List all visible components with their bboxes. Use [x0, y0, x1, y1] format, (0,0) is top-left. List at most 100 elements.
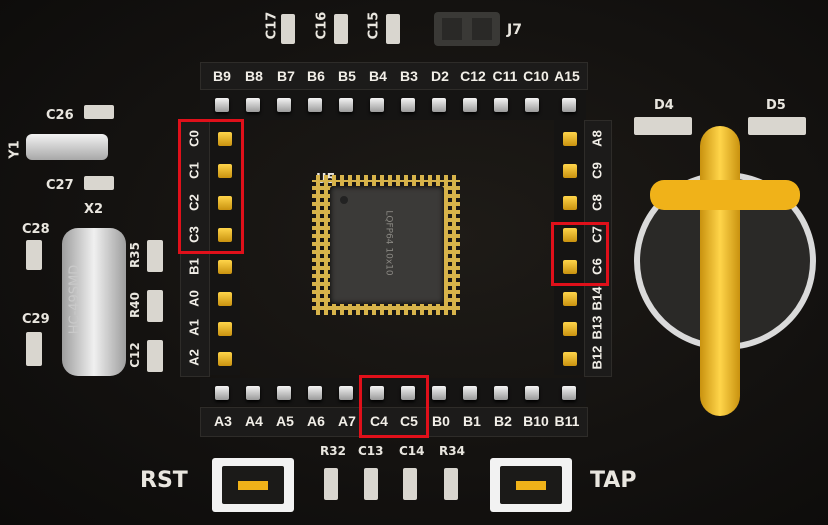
- top-pin-row: [200, 90, 586, 120]
- c17-label: C17: [264, 11, 280, 40]
- left-gold-pin: [218, 196, 232, 210]
- left-header: [180, 120, 210, 377]
- right-pin-label: B12: [589, 345, 605, 370]
- header-pin: [463, 386, 477, 400]
- mcu-chip-u5: LQFP64 10x10: [330, 186, 444, 304]
- crystal-x2: HC-49SMD: [62, 228, 126, 376]
- highlight-c0-c3: [178, 119, 244, 254]
- top-pin-label: B3: [400, 68, 418, 84]
- c26-label: C26: [46, 108, 74, 123]
- left-gold-pin: [218, 322, 232, 336]
- bottom-pin-label: B10: [523, 413, 549, 429]
- top-pin-label: C11: [492, 68, 518, 84]
- left-pin-label: A1: [186, 319, 202, 336]
- cap-c29: [26, 332, 42, 366]
- right-gold-pin: [563, 260, 577, 274]
- c16-label: C16: [314, 11, 330, 40]
- header-pin: [277, 386, 291, 400]
- bottom-pin-row: [200, 378, 586, 406]
- header-pin: [246, 386, 260, 400]
- c13-label: C13: [358, 444, 384, 458]
- top-pin-label: D2: [431, 68, 449, 84]
- bottom-pin-label: A7: [338, 413, 356, 429]
- resistor-r40: [147, 290, 163, 322]
- cap-c14: [403, 468, 417, 500]
- header-pin: [494, 98, 508, 112]
- c28-label: C28: [22, 222, 50, 237]
- bottom-pin-label: A6: [307, 413, 325, 429]
- bottom-pin-label: C5: [400, 413, 418, 429]
- cap-c15: [386, 14, 400, 44]
- header-pin: [308, 98, 322, 112]
- header-pin: [562, 386, 576, 400]
- top-pin-label: B4: [369, 68, 387, 84]
- bottom-pin-label: B11: [554, 413, 580, 429]
- c15-label: C15: [366, 11, 382, 40]
- header-pin: [339, 386, 353, 400]
- left-pin-label: A0: [186, 290, 202, 307]
- bottom-pin-label: B0: [432, 413, 450, 429]
- top-pin-label: B9: [213, 68, 231, 84]
- header-pin: [432, 98, 446, 112]
- tap-button[interactable]: [490, 458, 572, 512]
- d5-label: D5: [766, 98, 786, 113]
- bottom-pin-label: A5: [276, 413, 294, 429]
- header-pin: [401, 386, 415, 400]
- battery-clip: [650, 180, 800, 210]
- diode-d5: [748, 117, 806, 135]
- top-pin-label: C12: [460, 68, 486, 84]
- highlight-c4-c5: [359, 375, 429, 438]
- bottom-pin-label: B1: [463, 413, 481, 429]
- c27-label: C27: [46, 178, 74, 193]
- cap-c26: [84, 105, 114, 119]
- resistor-r32: [324, 468, 338, 500]
- top-pin-label: B8: [245, 68, 263, 84]
- d4-label: D4: [654, 98, 674, 113]
- r34-label: R34: [439, 444, 465, 458]
- left-gold-pin: [218, 260, 232, 274]
- left-gold-pin: [218, 228, 232, 242]
- c12-label: C12: [127, 342, 142, 368]
- top-pin-label: B6: [307, 68, 325, 84]
- right-gold-pin: [563, 196, 577, 210]
- right-gold-pin: [563, 322, 577, 336]
- right-pin-label: C8: [589, 194, 605, 211]
- header-pin: [339, 98, 353, 112]
- left-gold-pin: [218, 352, 232, 366]
- r35-label: R35: [127, 242, 142, 268]
- left-pin-label: A2: [186, 349, 202, 366]
- resistor-r34: [444, 468, 458, 500]
- header-pin: [370, 98, 384, 112]
- r32-label: R32: [320, 444, 346, 458]
- y1-label: Y1: [7, 140, 23, 159]
- header-pin: [525, 386, 539, 400]
- battery-contact: [700, 126, 740, 416]
- header-pin: [246, 98, 260, 112]
- cap-c16: [334, 14, 348, 44]
- right-pin-label: A8: [589, 130, 605, 147]
- left-gold-pin: [218, 164, 232, 178]
- header-pin: [308, 386, 322, 400]
- top-pin-label: A15: [554, 68, 580, 84]
- jumper-j7: [434, 12, 500, 46]
- rst-button[interactable]: [212, 458, 294, 512]
- tap-label: TAP: [590, 468, 637, 493]
- x2-marking: HC-49SMD: [67, 264, 83, 335]
- bottom-pin-label: C4: [370, 413, 388, 429]
- j7-label: J7: [507, 22, 522, 38]
- top-pin-label: B7: [277, 68, 295, 84]
- cap-c12: [147, 340, 163, 372]
- cap-c27: [84, 176, 114, 190]
- cap-c13: [364, 468, 378, 500]
- right-pin-label: C9: [589, 162, 605, 179]
- header-pin: [463, 98, 477, 112]
- header-pin: [215, 98, 229, 112]
- right-gold-pin: [563, 352, 577, 366]
- right-gold-pin: [563, 292, 577, 306]
- header-pin: [525, 98, 539, 112]
- resistor-r35: [147, 240, 163, 272]
- x2-label: X2: [84, 202, 104, 217]
- bottom-pin-label: A3: [214, 413, 232, 429]
- right-gold-pin: [563, 164, 577, 178]
